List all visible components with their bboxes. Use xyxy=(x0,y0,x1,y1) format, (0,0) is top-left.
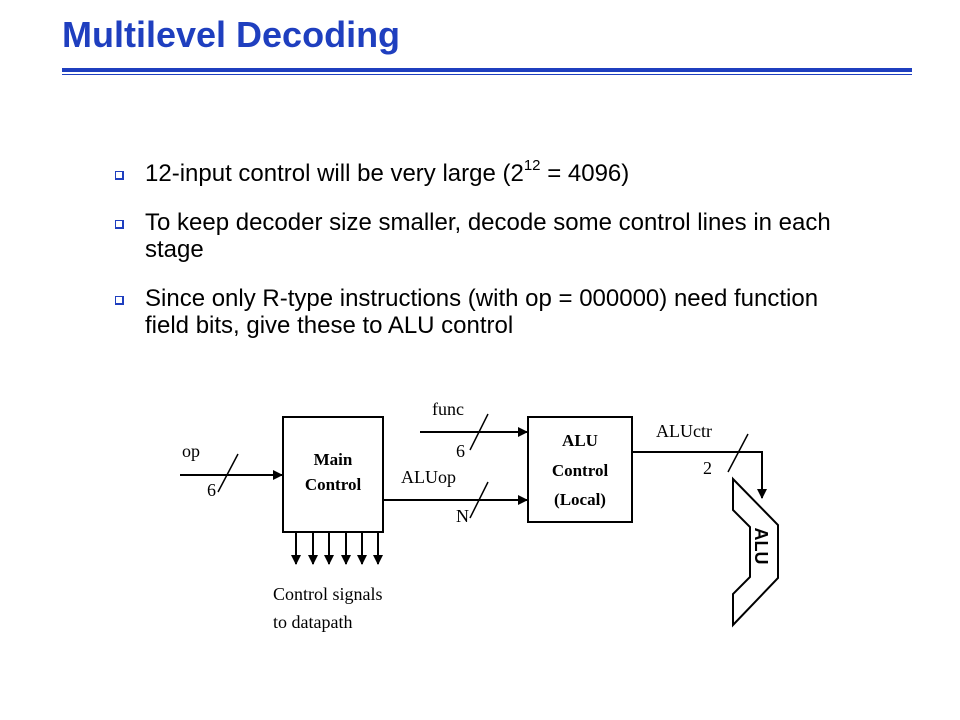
aluctr-label: ALUctr xyxy=(656,421,712,441)
bullet-superscript: 12 xyxy=(523,157,541,174)
op-bus-slash xyxy=(217,453,239,493)
func-width-label: 6 xyxy=(456,441,465,461)
square-bullet-icon xyxy=(115,220,124,229)
square-bullet-icon xyxy=(115,171,124,180)
control-signals-label-line1: Control signals xyxy=(273,584,383,604)
bullet-text: 12-input control will be very large (2 xyxy=(145,160,524,187)
aluctr-bus-line xyxy=(632,451,767,499)
bullet-item: 12-input control will be very large (212… xyxy=(112,157,852,187)
main-control-label-line2: Control xyxy=(305,475,362,494)
op-width-label: 6 xyxy=(207,480,216,500)
title-underline-thin xyxy=(62,74,912,75)
bullet-list: 12-input control will be very large (212… xyxy=(112,157,852,361)
main-control-label-line1: Main xyxy=(314,450,353,469)
aluctr-bus-slash xyxy=(727,433,749,473)
bullet-text-end: = 4096) xyxy=(540,160,630,187)
alu-block xyxy=(732,476,779,628)
bullet-item: To keep decoder size smaller, decode som… xyxy=(112,209,852,263)
aluop-bus-slash xyxy=(469,481,489,519)
title-underline xyxy=(62,68,912,72)
aluop-width-label: N xyxy=(456,506,469,526)
bullet-text: Since only R-type instructions (with op … xyxy=(145,285,819,339)
alu-control-label-line2: Control xyxy=(552,461,609,480)
alu-control-label-line3: (Local) xyxy=(554,490,606,509)
aluop-label: ALUop xyxy=(401,467,456,487)
alu-label: ALU xyxy=(751,528,771,565)
square-bullet-icon xyxy=(115,296,124,305)
func-label: func xyxy=(432,399,464,419)
main-control-block xyxy=(282,416,384,533)
bullet-item: Since only R-type instructions (with op … xyxy=(112,285,852,339)
slide-title: Multilevel Decoding xyxy=(62,14,401,55)
alu-control-label-line1: ALU xyxy=(562,431,598,450)
bullet-text: To keep decoder size smaller, decode som… xyxy=(145,209,831,263)
op-label: op xyxy=(182,441,200,461)
control-signal-arrows xyxy=(291,532,383,565)
func-bus-slash xyxy=(469,413,489,451)
alu-control-block xyxy=(527,416,633,523)
control-signals-label-line2: to datapath xyxy=(273,612,352,632)
aluctr-width-label: 2 xyxy=(703,458,712,478)
